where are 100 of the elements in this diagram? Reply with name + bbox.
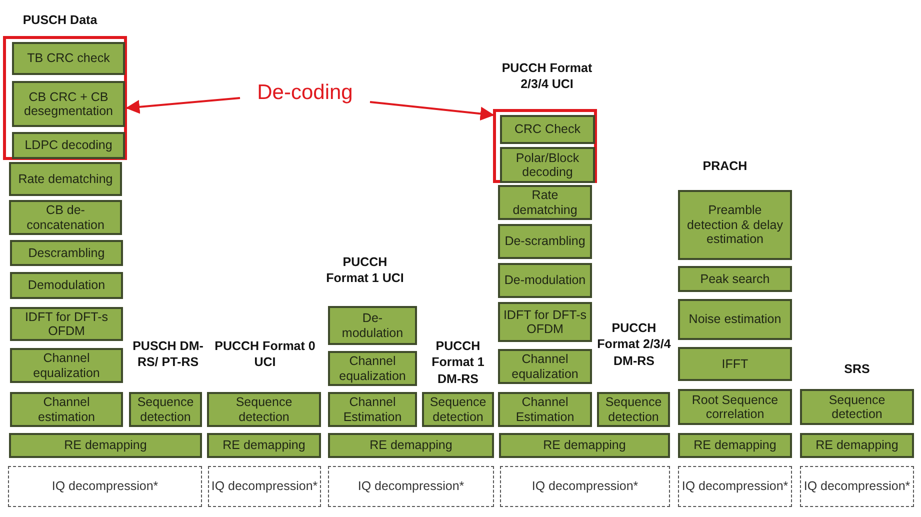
process-box bbox=[207, 392, 321, 427]
process-box bbox=[10, 240, 123, 266]
process-box bbox=[678, 347, 792, 381]
process-box bbox=[498, 302, 592, 342]
process-box bbox=[9, 200, 122, 235]
column-heading: PUCCH Format 1 UCI bbox=[325, 254, 405, 286]
highlight-frame bbox=[493, 109, 597, 183]
column-heading: PUSCH Data bbox=[22, 12, 98, 28]
process-box bbox=[12, 42, 125, 75]
dashed-box bbox=[500, 466, 670, 507]
box-text: Channel estimation bbox=[37, 395, 96, 424]
box-text: IDFT for DFT-s OFDM bbox=[24, 310, 110, 338]
arrow bbox=[126, 97, 240, 114]
process-box bbox=[800, 389, 914, 425]
box-text: RE demapping bbox=[694, 438, 776, 453]
dashed-box bbox=[208, 466, 321, 507]
process-box bbox=[422, 392, 494, 427]
process-box bbox=[328, 306, 417, 345]
box-text: RE demapping bbox=[222, 438, 306, 453]
process-box bbox=[328, 392, 417, 427]
box-text: IQ decompression* bbox=[532, 479, 638, 494]
process-box bbox=[12, 81, 125, 127]
box-text: Rate dematching bbox=[512, 188, 578, 217]
box-text: De-coding bbox=[257, 81, 353, 105]
column-heading: PUCCH Format 2/3/4 DM-RS bbox=[596, 320, 672, 369]
box-text: Sequence detection bbox=[428, 395, 488, 424]
box-text: Noise estimation bbox=[688, 312, 782, 327]
process-box bbox=[10, 272, 123, 299]
process-box bbox=[678, 299, 792, 340]
box-text: IQ decompression* bbox=[804, 479, 910, 494]
box-text: Descrambling bbox=[28, 246, 105, 260]
process-box bbox=[328, 433, 494, 458]
box-text: IQ decompression* bbox=[211, 479, 318, 494]
process-box bbox=[207, 433, 321, 458]
box-text: Sequence detection bbox=[828, 392, 886, 422]
dashed-box bbox=[328, 466, 494, 507]
process-box bbox=[9, 162, 122, 196]
process-box bbox=[678, 266, 792, 292]
box-text: IQ decompression* bbox=[358, 479, 464, 494]
box-text: Rate dematching bbox=[18, 172, 113, 186]
process-box bbox=[597, 392, 670, 427]
process-box bbox=[500, 147, 595, 183]
column-heading: PUCCH Format 0 UCI bbox=[214, 338, 316, 370]
process-box bbox=[500, 115, 595, 144]
process-box bbox=[9, 433, 202, 458]
process-box bbox=[12, 132, 125, 159]
box-text: Channel equalization bbox=[32, 351, 101, 380]
box-text: Sequence detection bbox=[604, 395, 663, 424]
box-text: Sequence detection bbox=[234, 395, 294, 424]
box-text: CB CRC + CB desegmentation bbox=[23, 90, 114, 118]
dashed-box bbox=[800, 466, 914, 507]
box-text: Channel Estimation bbox=[514, 395, 576, 424]
box-text: Channel equalization bbox=[510, 352, 580, 381]
arrow bbox=[370, 101, 494, 121]
box-text: De-modulation bbox=[340, 311, 404, 340]
box-text: IFFT bbox=[722, 356, 748, 372]
box-text: RE demapping bbox=[816, 438, 898, 453]
process-box bbox=[678, 433, 792, 458]
process-box bbox=[678, 190, 792, 260]
box-text: IQ decompression* bbox=[682, 479, 788, 494]
box-text: Polar/Block decoding bbox=[514, 150, 580, 180]
box-text: IDFT for DFT-s OFDM bbox=[502, 308, 588, 336]
box-text: Channel equalization bbox=[338, 354, 407, 383]
box-text: IQ decompression* bbox=[52, 479, 158, 494]
box-text: De-scrambling bbox=[504, 234, 586, 249]
column-heading: PRACH bbox=[702, 158, 748, 174]
column-heading: PUSCH DM-RS/ PT-RS bbox=[132, 338, 204, 370]
box-text: Preamble detection & delay estimation bbox=[686, 203, 784, 247]
box-text: De-modulation bbox=[504, 273, 586, 288]
box-text: TB CRC check bbox=[27, 51, 110, 66]
highlight-frame bbox=[3, 36, 127, 160]
box-text: Demodulation bbox=[28, 278, 106, 293]
box-text: RE demapping bbox=[370, 438, 452, 453]
box-text: CRC Check bbox=[514, 122, 580, 137]
process-box bbox=[498, 185, 592, 220]
process-box bbox=[129, 392, 202, 427]
box-text: RE demapping bbox=[543, 438, 626, 453]
box-text: Channel Estimation bbox=[342, 395, 403, 424]
process-box bbox=[10, 392, 123, 427]
process-box bbox=[800, 433, 914, 458]
column-heading: PUCCH Format 2/3/4 UCI bbox=[500, 60, 594, 92]
process-box bbox=[328, 351, 417, 386]
process-box bbox=[498, 263, 592, 298]
process-box bbox=[498, 392, 592, 427]
process-box bbox=[498, 349, 592, 384]
box-text: Sequence detection bbox=[136, 395, 195, 424]
column-heading: SRS bbox=[843, 361, 871, 378]
box-text: CB de-concatenation bbox=[26, 203, 106, 232]
process-box bbox=[10, 348, 123, 383]
process-box bbox=[678, 389, 792, 425]
box-text: RE demapping bbox=[64, 438, 147, 453]
box-text: Peak search bbox=[700, 272, 770, 286]
process-box bbox=[499, 433, 670, 458]
column-heading: PUCCH Format 1 DM-RS bbox=[430, 338, 486, 387]
box-text: LDPC decoding bbox=[24, 138, 112, 153]
dashed-box bbox=[8, 466, 202, 507]
box-text: Root Sequence correlation bbox=[690, 392, 780, 422]
dashed-box bbox=[678, 466, 792, 507]
process-box bbox=[498, 224, 592, 259]
process-box bbox=[10, 307, 123, 341]
